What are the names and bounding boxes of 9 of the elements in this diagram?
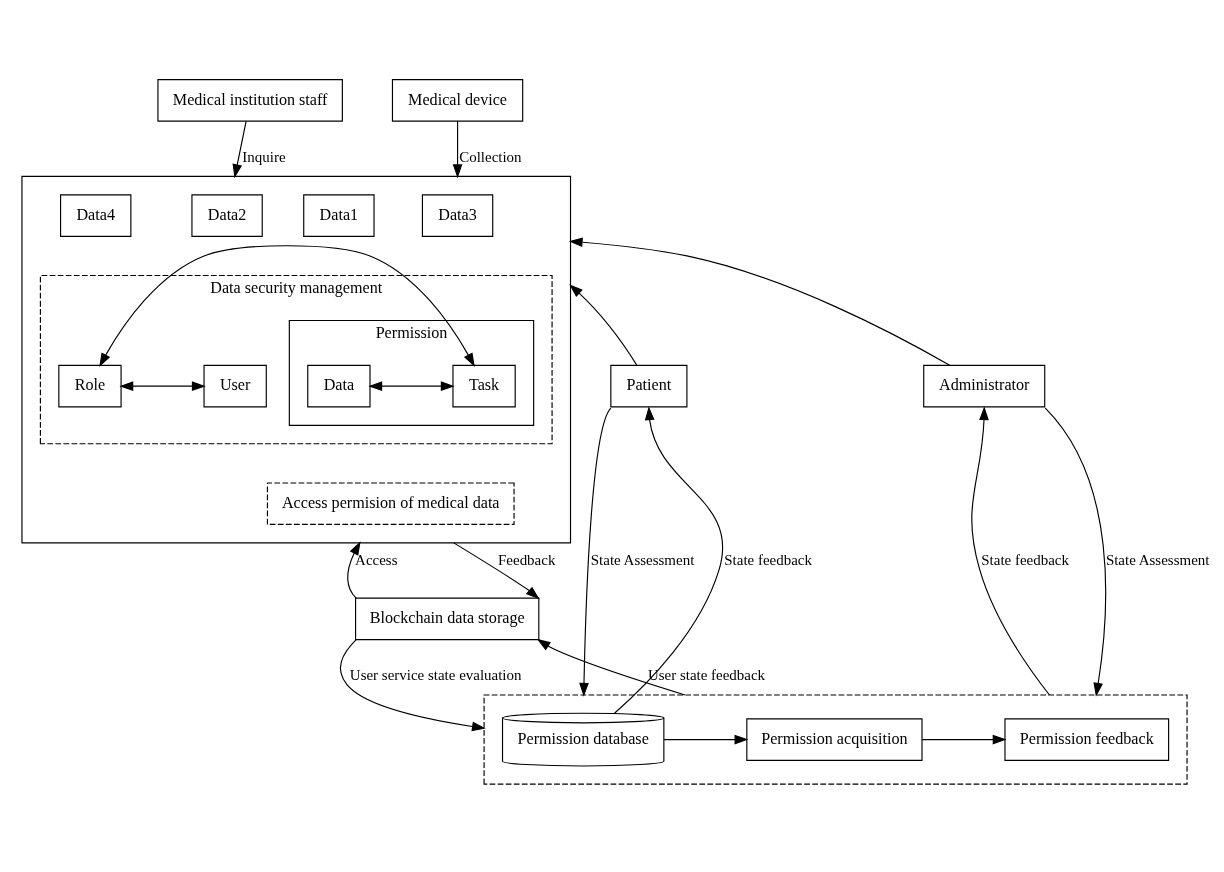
edge-label: Collection xyxy=(459,148,522,165)
edge-label: State feedback xyxy=(981,551,1069,568)
edge-label: State Assessment xyxy=(590,551,695,568)
edge-label: Access xyxy=(355,551,398,568)
edge-label: User service state evaluation xyxy=(349,666,522,683)
edge-label: State Assessment xyxy=(1105,551,1210,568)
edge-label: State feedback xyxy=(724,551,812,568)
edge-label: Inquire xyxy=(242,148,286,165)
edge-label: Feedback xyxy=(498,551,556,568)
